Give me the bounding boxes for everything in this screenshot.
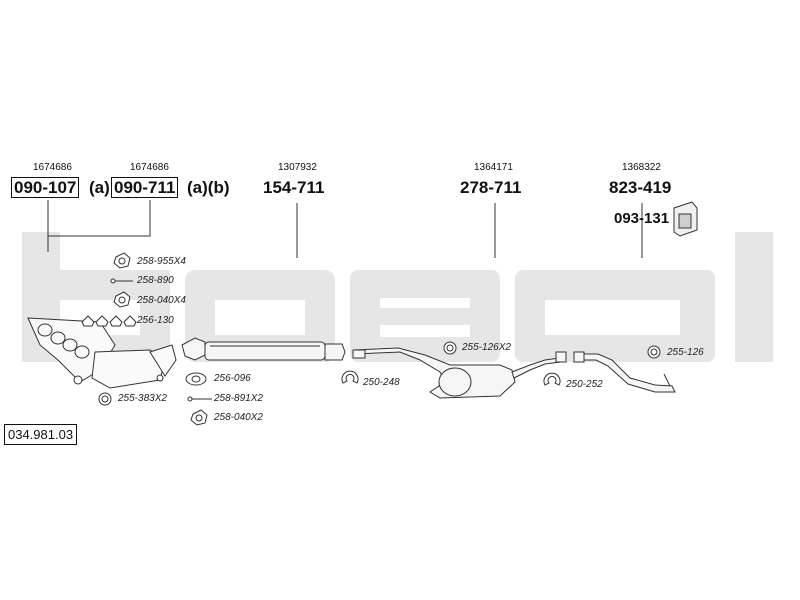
bracket-icon	[673, 201, 698, 237]
bracket-part-number[interactable]: 093-131	[614, 210, 670, 227]
part-number[interactable]: 278-711	[460, 178, 522, 197]
ref-number: 1307932	[278, 162, 317, 173]
accessory-label[interactable]: 255-126X2	[462, 342, 511, 353]
accessory-label[interactable]: 258-040X4	[137, 295, 186, 306]
part-suffix: (a)(b)	[187, 178, 230, 197]
ref-number: 1674686	[130, 162, 169, 173]
tail-pipe-drawing	[573, 351, 676, 393]
clamp-icon	[341, 370, 359, 384]
front-silencer-drawing	[181, 337, 346, 361]
ref-number: 1368322	[622, 162, 661, 173]
accessory-label[interactable]: 258-891X2	[214, 393, 263, 404]
ref-number: 1674686	[33, 162, 72, 173]
accessory-label[interactable]: 258-040X2	[214, 412, 263, 423]
part-number[interactable]: 823-419	[609, 178, 672, 197]
accessory-label[interactable]: 250-252	[566, 379, 603, 390]
part-number[interactable]: 154-711	[263, 178, 325, 197]
accessory-symbols	[81, 252, 661, 426]
gasket-set-icon	[81, 315, 137, 327]
accessory-label[interactable]: 258-890	[137, 275, 174, 286]
watermark-logo	[22, 232, 773, 362]
part-number[interactable]: 090-711	[111, 177, 179, 198]
accessory-label[interactable]: 258-955X4	[137, 256, 186, 267]
accessory-label[interactable]: 255-383X2	[118, 393, 167, 404]
accessory-label[interactable]: 250-248	[363, 377, 400, 388]
accessory-label[interactable]: 256-130	[137, 315, 174, 326]
part-number[interactable]: 090-107	[11, 177, 80, 198]
accessory-label[interactable]: 255-126	[667, 347, 704, 358]
accessory-label[interactable]: 256-096	[214, 373, 251, 384]
manifold-drawing	[27, 317, 177, 389]
part-suffix: (a)	[89, 178, 110, 197]
leader-lines	[47, 200, 643, 258]
catalog-number: 034.981.03	[4, 424, 78, 445]
middle-silencer-drawing	[352, 347, 567, 399]
ref-number: 1364171	[474, 162, 513, 173]
clamp-icon-2	[543, 372, 561, 386]
